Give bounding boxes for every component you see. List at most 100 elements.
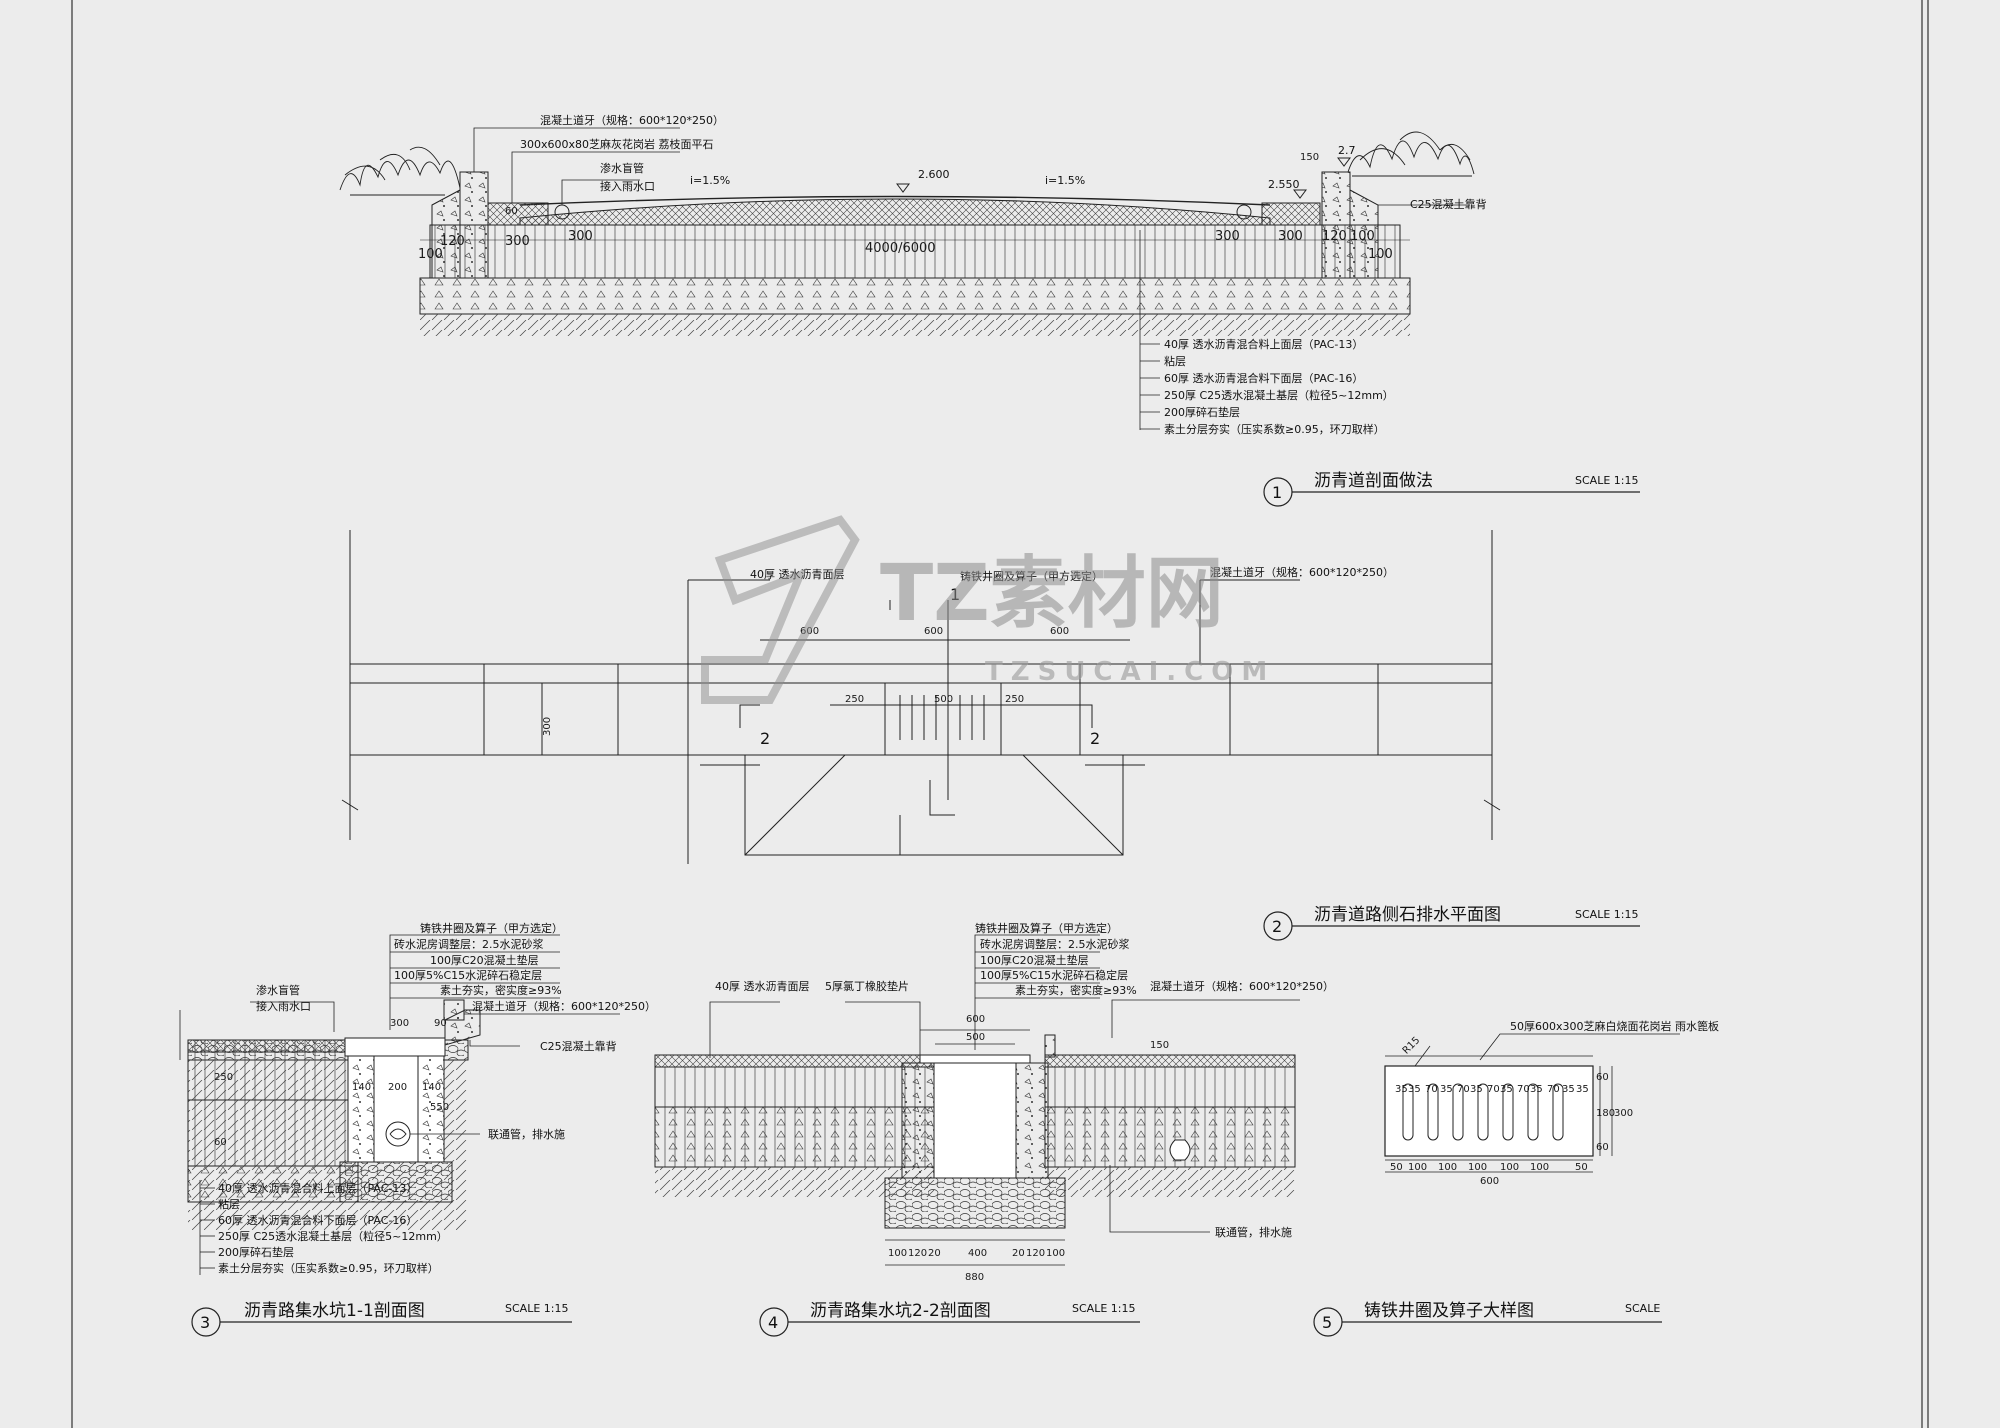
s1-layer: 素土分层夯实（压实系数≥0.95，环刀取样） — [1164, 422, 1385, 436]
s5-top-dim: 70 — [1425, 1084, 1438, 1095]
s5-total-dim: 600 — [1480, 1176, 1499, 1187]
s1-layer: 粘层 — [1164, 354, 1186, 368]
s3-c20-label: 100厚C20混凝土垫层 — [430, 953, 539, 967]
s2-dim: 250 — [1005, 694, 1024, 705]
s3-concrete-label: C25混凝土靠背 — [540, 1039, 617, 1053]
s5-bottom-dim: 100 — [1500, 1162, 1519, 1173]
s2-cut-top: 1 — [950, 585, 960, 604]
s2-cut-left: 2 — [760, 729, 770, 748]
s1-dim: 100 — [418, 247, 443, 262]
s5-top-dim: 70 — [1487, 1084, 1500, 1095]
s5-top-dim: 35 — [1530, 1084, 1543, 1095]
s5-top-dim: 35 — [1470, 1084, 1483, 1095]
s1-dim: 300 — [505, 234, 530, 249]
s5-scale: SCALE — [1625, 1302, 1660, 1315]
s1-layer: 250厚 C25透水混凝土基层（粒径5~12mm） — [1164, 388, 1394, 402]
s4-dim: 880 — [965, 1272, 984, 1283]
s4-c20-label: 100厚C20混凝土垫层 — [980, 953, 1089, 967]
s4-index: 4 — [768, 1313, 778, 1332]
s4-dim: 20 — [928, 1248, 941, 1259]
s1-elev-center: 2.600 — [918, 168, 950, 181]
s3-layer: 素土分层夯实（压实系数≥0.95，环刀取样） — [218, 1261, 439, 1275]
s4-c15-label: 100厚5%C15水泥碎石稳定层 — [980, 968, 1128, 982]
s1-title: 沥青道剖面做法 — [1314, 471, 1433, 491]
s5-top-dim: 70 — [1547, 1084, 1560, 1095]
s3-soil-label: 素土夯实，密实度≥93% — [440, 983, 562, 997]
s3-dim: 140 — [352, 1082, 371, 1093]
s2-dim: 300 — [542, 717, 553, 736]
s5-top-dim: 35 — [1562, 1084, 1575, 1095]
s4-dim: 100 — [888, 1248, 907, 1259]
s5-top-dim: 35 — [1408, 1084, 1421, 1095]
s5-top-dim: 70 — [1457, 1084, 1470, 1095]
s5-bottom-dim: 100 — [1530, 1162, 1549, 1173]
s2-grate-label: 铸铁井圈及算子（甲方选定） — [960, 569, 1103, 583]
s2-scale: SCALE 1:15 — [1575, 908, 1638, 921]
s4-pad-label: 5厚氯丁橡胶垫片 — [825, 979, 909, 993]
s2-dim: 250 — [845, 694, 864, 705]
s4-dim: 20 — [1012, 1248, 1025, 1259]
section-5-grate-detail: 50厚600x300芝麻白烧面花岗岩 雨水篦板 R15 35 35 70 35 … — [1313, 1019, 1719, 1337]
s1-elev-right: 2.550 — [1268, 178, 1300, 191]
s3-dim: 550 — [430, 1102, 449, 1113]
s1-inlet-label: 接入雨水口 — [600, 180, 655, 193]
s5-bottom-dim: 100 — [1468, 1162, 1487, 1173]
s4-dim: 120 — [1026, 1248, 1045, 1259]
s4-dim: 500 — [966, 1032, 985, 1043]
s4-soil-label: 素土夯实，密实度≥93% — [1015, 983, 1137, 997]
s1-slope-right: i=1.5% — [1045, 174, 1085, 187]
s3-dim: 300 — [390, 1018, 409, 1029]
grate-slot-icon — [1402, 1083, 1564, 1141]
s5-title: 铸铁井圈及算子大样图 — [1364, 1301, 1534, 1321]
s1-dim: 300 — [568, 229, 593, 244]
s4-dim: 120 — [908, 1248, 927, 1259]
s2-curb-label: 混凝土道牙（规格：600*120*250） — [1210, 565, 1394, 579]
s5-side-dim: 300 — [1614, 1108, 1633, 1119]
s5-radius-label: R15 — [1401, 1035, 1423, 1057]
s1-dim: 300 — [1278, 229, 1303, 244]
s5-top-dim: 70 — [1517, 1084, 1530, 1095]
s5-top-dim: 35 — [1395, 1084, 1408, 1095]
s3-blind-pipe-label: 渗水盲管 — [256, 983, 300, 997]
s3-index: 3 — [200, 1313, 210, 1332]
s1-dim: 120 — [440, 234, 465, 249]
s1-dim: 300 — [1215, 229, 1240, 244]
s3-pipe-label: 联通管，排水施 — [488, 1127, 565, 1141]
s5-side-dim: 60 — [1596, 1072, 1609, 1083]
s3-c15-label: 100厚5%C15水泥碎石稳定层 — [394, 968, 542, 982]
s1-dim: 100 — [1368, 247, 1393, 262]
s5-bottom-dim: 50 — [1390, 1162, 1403, 1173]
s4-dim: 400 — [968, 1248, 987, 1259]
s3-title: 沥青路集水坑1-1剖面图 — [244, 1301, 425, 1321]
watermark-logo-icon — [701, 515, 860, 704]
s5-top-dim: 35 — [1500, 1084, 1513, 1095]
s5-side-dim: 60 — [1596, 1142, 1609, 1153]
s5-index: 5 — [1322, 1313, 1332, 1332]
s1-slope-left: i=1.5% — [690, 174, 730, 187]
shrub-right-icon — [1347, 131, 1475, 177]
s3-grate-label: 铸铁井圈及算子（甲方选定） — [420, 921, 563, 935]
watermark-main: TZ素材网 — [880, 549, 1224, 639]
s3-layer: 粘层 — [218, 1197, 240, 1211]
s2-dim: 600 — [924, 626, 943, 637]
s3-inlet-label: 接入雨水口 — [256, 1000, 311, 1013]
s4-grate-label: 铸铁井圈及算子（甲方选定） — [975, 921, 1118, 935]
s5-bottom-dim: 100 — [1408, 1162, 1427, 1173]
s3-mortar-label: 砖水泥房调整层：2.5水泥砂浆 — [394, 937, 544, 951]
s1-paver-label: 300x600x80芝麻灰花岗岩 荔枝面平石 — [520, 137, 714, 151]
s1-dim: 4000/6000 — [865, 241, 936, 256]
watermark-sub: TZSUCAI.COM — [985, 657, 1275, 687]
s1-dim: 120 — [1322, 229, 1347, 244]
section-4-pit-2-2: 铸铁井圈及算子（甲方选定） 砖水泥房调整层：2.5水泥砂浆 100厚C20混凝土… — [654, 921, 1334, 1337]
s1-layer: 60厚 透水沥青混合料下面层（PAC-16） — [1164, 371, 1363, 385]
s4-curb-label: 混凝土道牙（规格：600*120*250） — [1150, 979, 1334, 993]
s1-elev-curb: 2.7 — [1338, 144, 1356, 157]
watermark: TZ素材网 TZSUCAI.COM — [701, 515, 1275, 704]
s4-dim: 600 — [966, 1014, 985, 1025]
section-1-road-profile: 混凝土道牙（规格：600*120*250） 300x600x80芝麻灰花岗岩 荔… — [339, 113, 1640, 507]
s3-dim: 140 — [422, 1082, 441, 1093]
s1-dim: 60 — [505, 206, 518, 217]
s3-layer: 40厚 透水沥青混合料上面层（PAC-13） — [218, 1181, 417, 1195]
shrub-left-icon — [339, 146, 461, 196]
s3-layer: 200厚碎石垫层 — [218, 1245, 294, 1259]
